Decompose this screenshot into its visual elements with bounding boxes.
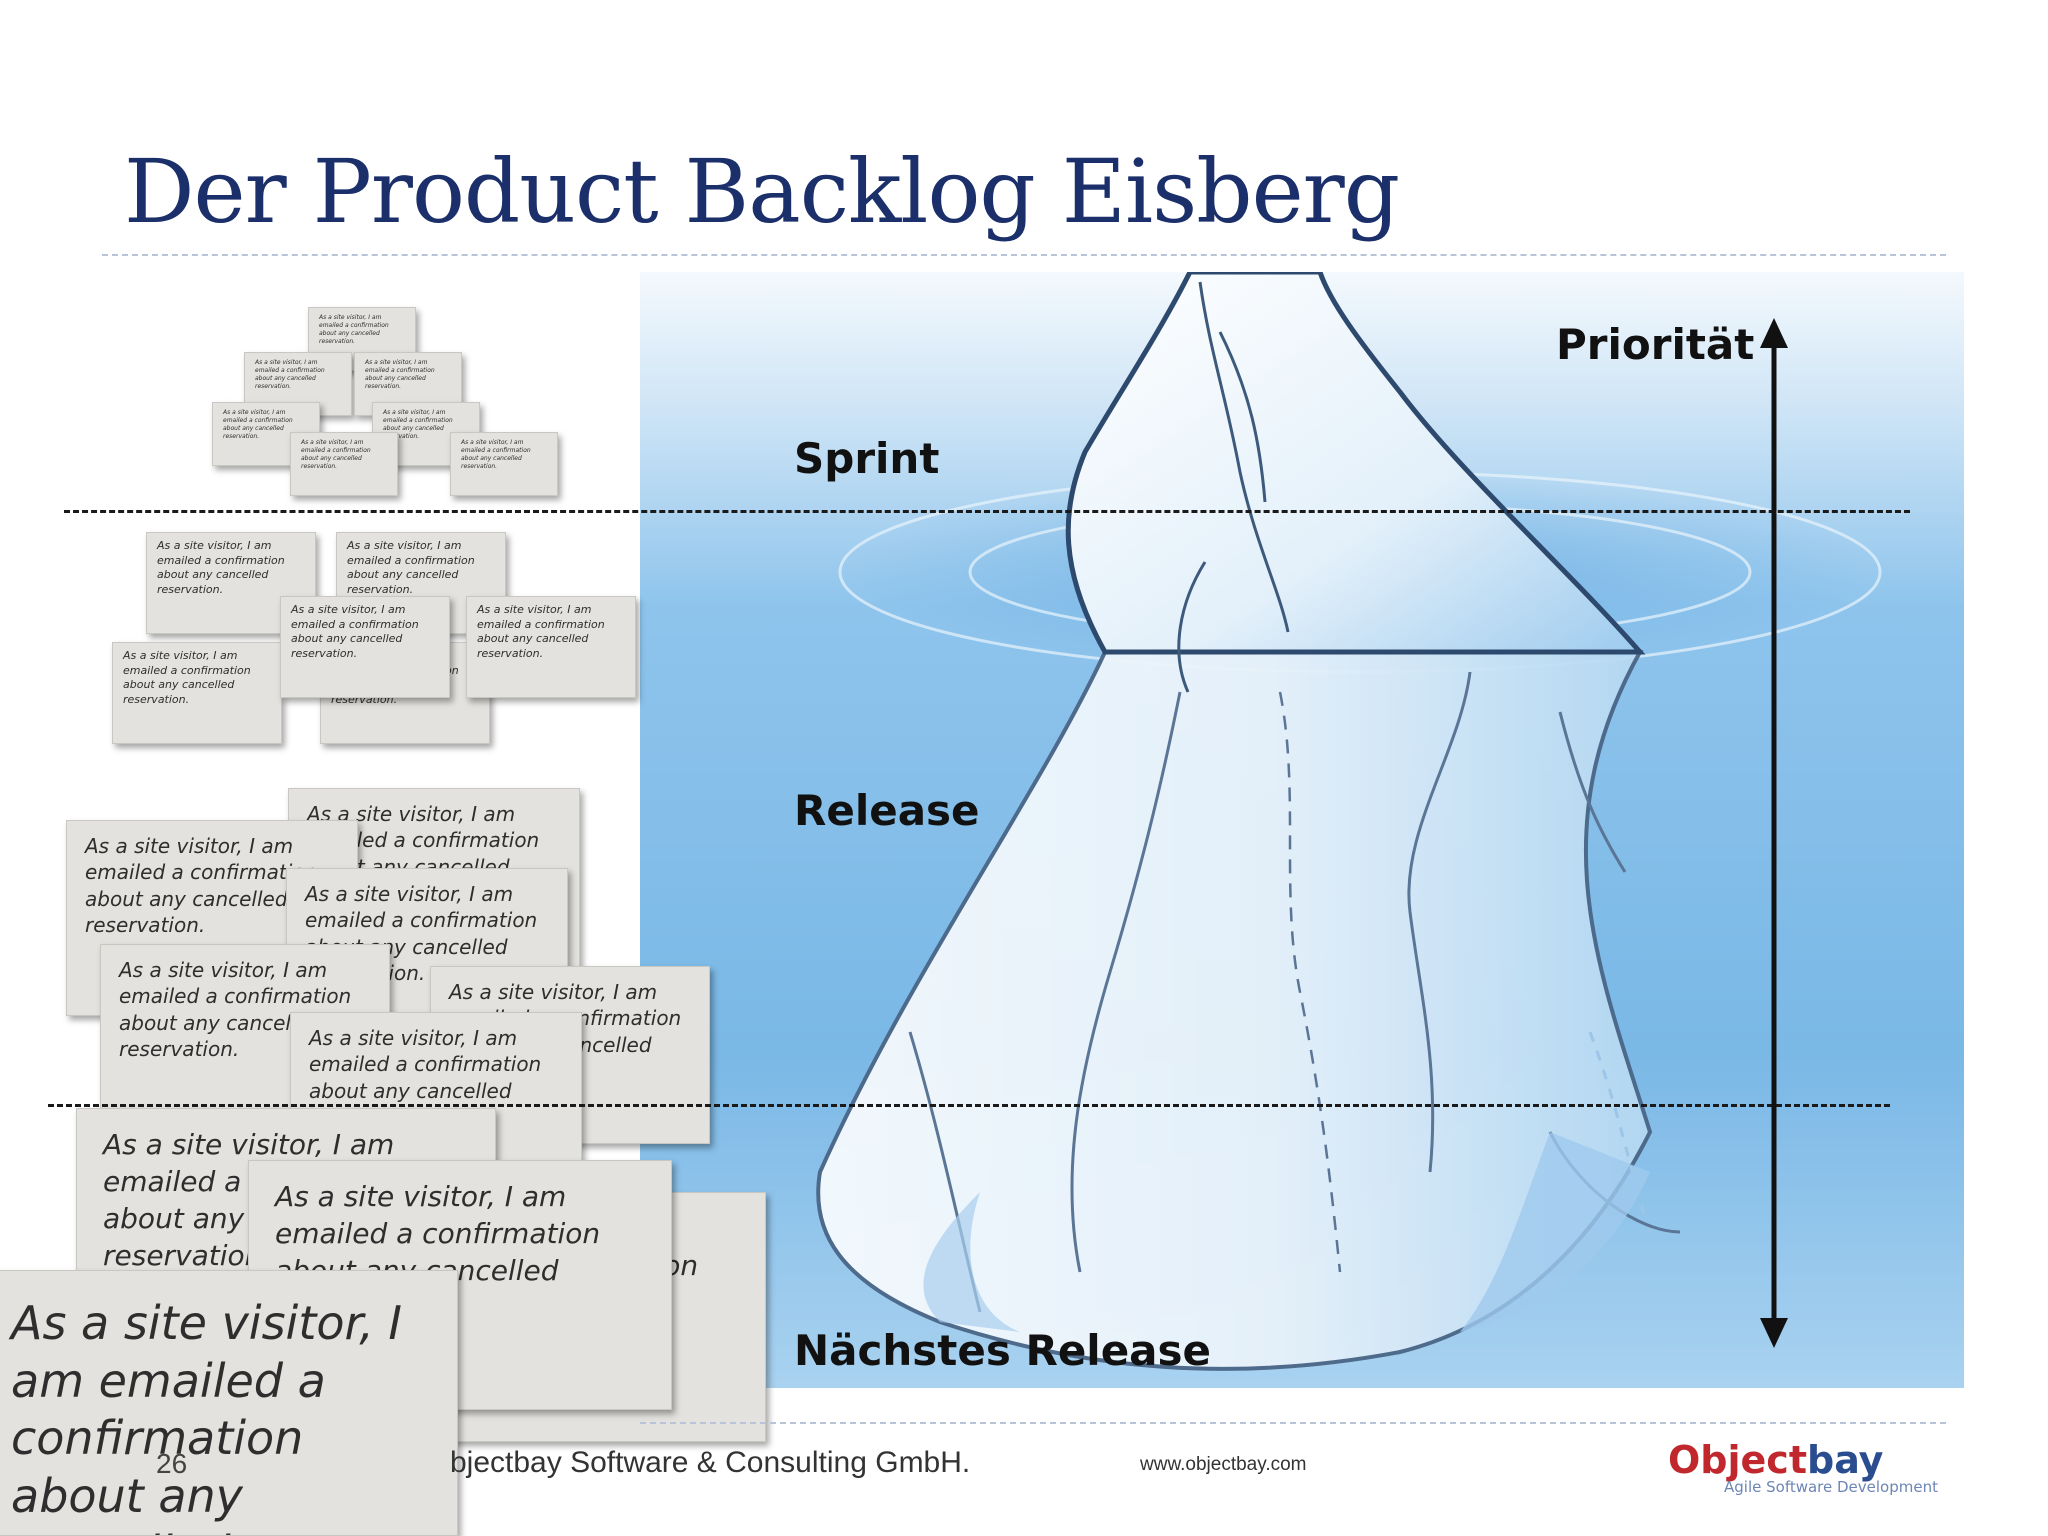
story-card: As a site visitor, I am emailed a confir… (290, 432, 398, 496)
story-card: As a site visitor, I am emailed a confir… (280, 596, 450, 698)
footer-url: www.objectbay.com (1140, 1454, 1307, 1475)
logo-brand-object: Object (1668, 1438, 1807, 1482)
priority-arrow (1760, 318, 1788, 1348)
story-card: As a site visitor, I am emailed a confir… (0, 1270, 458, 1536)
sprint-boundary-line (64, 510, 1910, 513)
slide-title: Der Product Backlog Eisberg (124, 140, 1400, 243)
page-number: 26 (156, 1448, 188, 1479)
footer-divider (640, 1422, 1946, 1424)
iceberg-illustration (640, 272, 1964, 1388)
release-label: Release (794, 786, 980, 835)
release-boundary-line (48, 1104, 1890, 1107)
logo-brand-bay: bay (1807, 1438, 1884, 1482)
objectbay-logo: Objectbay Agile Software Development (1668, 1438, 1938, 1496)
story-card: As a site visitor, I am emailed a confir… (112, 642, 282, 744)
title-divider (102, 254, 1946, 256)
priority-label: Priorität (1556, 320, 1755, 369)
footer-company: bjectbay Software & Consulting GmbH. (450, 1446, 971, 1479)
sprint-label: Sprint (794, 434, 940, 483)
logo-tagline: Agile Software Development (1724, 1478, 1938, 1496)
story-card: As a site visitor, I am emailed a confir… (466, 596, 636, 698)
story-card: As a site visitor, I am emailed a confir… (450, 432, 558, 496)
next-release-label: Nächstes Release (794, 1326, 1212, 1375)
